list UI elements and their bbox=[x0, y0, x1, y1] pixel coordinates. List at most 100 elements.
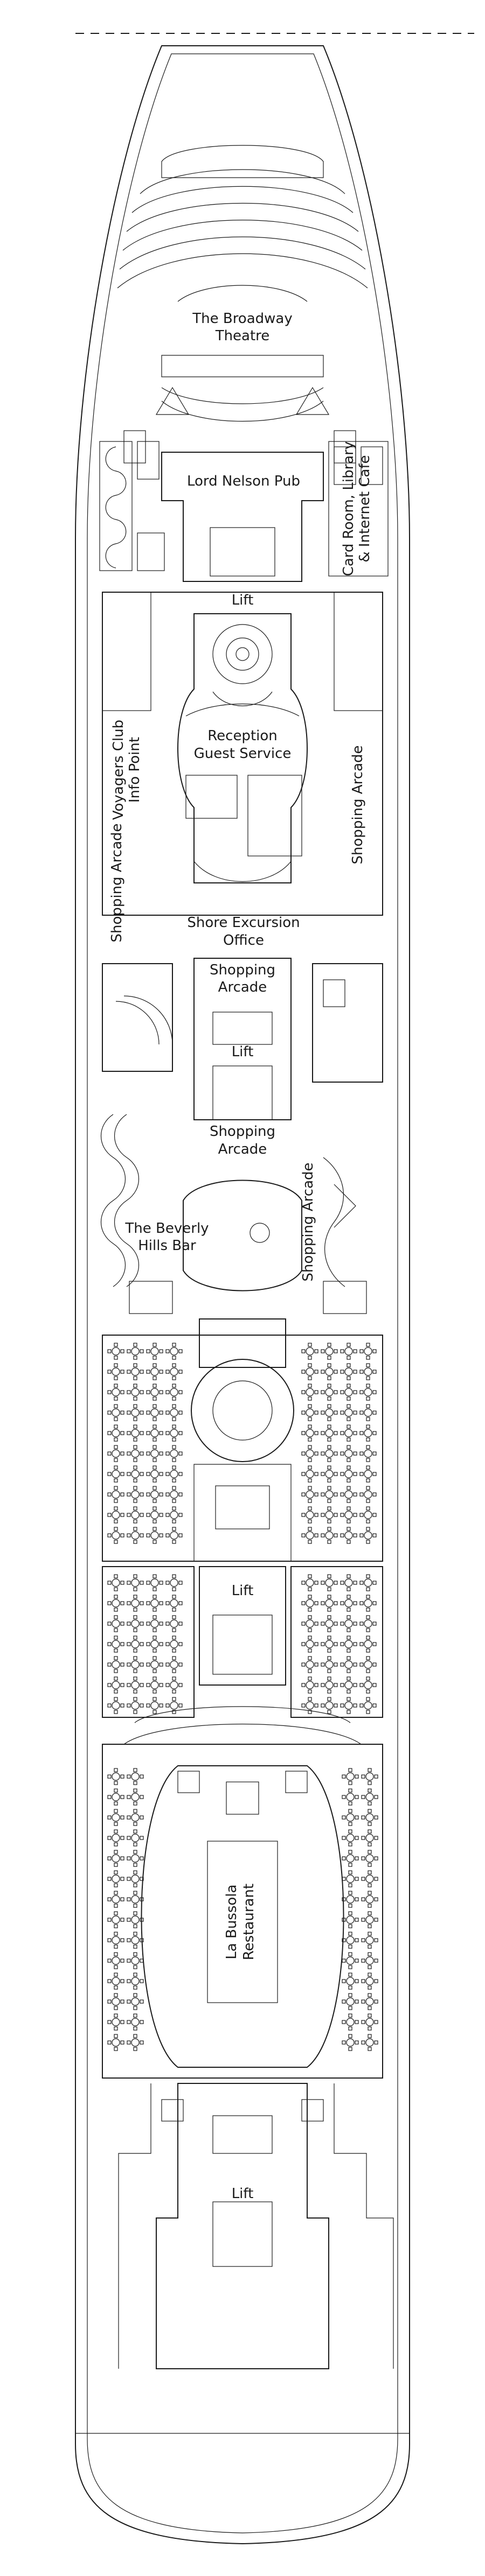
table-symbol bbox=[150, 1578, 159, 1587]
chair-symbol bbox=[340, 1410, 344, 1415]
chair-symbol bbox=[114, 1363, 118, 1367]
chair-symbol bbox=[340, 1451, 344, 1456]
chair-symbol bbox=[347, 1424, 351, 1429]
chair-symbol bbox=[114, 1595, 118, 1599]
table-symbol bbox=[306, 1531, 314, 1540]
chair-symbol bbox=[347, 1540, 351, 1544]
chair-symbol bbox=[368, 1842, 372, 1847]
shopping-arcade-right-label: Shopping Arcade bbox=[350, 746, 366, 865]
table-symbol bbox=[170, 1408, 178, 1417]
chair-symbol bbox=[347, 1587, 351, 1591]
table-symbol bbox=[365, 1956, 374, 1965]
chair-symbol bbox=[366, 1343, 370, 1347]
chair-symbol bbox=[359, 1703, 364, 1708]
chair-symbol bbox=[114, 1343, 118, 1347]
table-symbol bbox=[131, 1429, 140, 1437]
chair-symbol bbox=[165, 1683, 170, 1687]
table-grid-lower bbox=[107, 1768, 378, 2051]
chair-symbol bbox=[146, 1431, 150, 1435]
table-symbol bbox=[306, 1449, 314, 1458]
chair-symbol bbox=[353, 1370, 357, 1374]
chair-symbol bbox=[368, 1904, 372, 1908]
shore-excursion-label-line1: Shore Excursion bbox=[187, 915, 300, 931]
table-symbol bbox=[306, 1660, 314, 1669]
chair-symbol bbox=[366, 1656, 370, 1660]
chair-symbol bbox=[301, 1683, 306, 1687]
chair-symbol bbox=[327, 1437, 331, 1442]
chair-symbol bbox=[140, 1472, 144, 1476]
table-symbol bbox=[364, 1429, 372, 1437]
chair-symbol bbox=[366, 1628, 370, 1632]
chair-symbol bbox=[340, 1349, 344, 1353]
chair-symbol bbox=[347, 1465, 351, 1470]
chair-symbol bbox=[347, 1486, 351, 1490]
chair-symbol bbox=[133, 1924, 137, 1928]
chair-symbol bbox=[366, 1417, 370, 1421]
table-symbol bbox=[346, 1956, 355, 1965]
chair-symbol bbox=[372, 1581, 377, 1585]
chair-symbol bbox=[140, 1815, 144, 1820]
chair-symbol bbox=[114, 2013, 118, 2018]
table-symbol bbox=[346, 1793, 355, 1801]
voyagers-label-line2: Info Point bbox=[127, 737, 143, 803]
chair-symbol bbox=[368, 1883, 372, 1887]
chair-symbol bbox=[153, 1574, 157, 1578]
chair-symbol bbox=[172, 1710, 176, 1714]
chair-symbol bbox=[301, 1662, 306, 1667]
chair-symbol bbox=[347, 1356, 351, 1360]
table-symbol bbox=[346, 2038, 355, 2047]
chair-symbol bbox=[308, 1465, 312, 1470]
chair-symbol bbox=[178, 1370, 183, 1374]
chair-symbol bbox=[355, 1918, 359, 1922]
chair-symbol bbox=[172, 1615, 176, 1619]
table-symbol bbox=[325, 1599, 334, 1608]
table-symbol bbox=[344, 1511, 353, 1519]
chair-symbol bbox=[366, 1376, 370, 1380]
chair-symbol bbox=[172, 1595, 176, 1599]
chair-symbol bbox=[153, 1384, 157, 1388]
chair-symbol bbox=[140, 1581, 144, 1585]
chair-symbol bbox=[107, 1795, 112, 1799]
chair-symbol bbox=[133, 1417, 137, 1421]
chair-symbol bbox=[355, 1877, 359, 1881]
chair-symbol bbox=[361, 1938, 365, 1942]
table-symbol bbox=[112, 1640, 120, 1648]
chair-symbol bbox=[140, 2040, 144, 2045]
chair-symbol bbox=[114, 1478, 118, 1483]
chair-symbol bbox=[327, 1608, 331, 1612]
chair-symbol bbox=[348, 1829, 352, 1834]
chair-symbol bbox=[172, 1478, 176, 1483]
lift-middle-area bbox=[199, 1566, 286, 1686]
table-symbol bbox=[170, 1660, 178, 1669]
chair-symbol bbox=[348, 1945, 352, 1949]
chair-symbol bbox=[366, 1527, 370, 1531]
chair-symbol bbox=[107, 1410, 112, 1415]
chair-symbol bbox=[348, 2034, 352, 2038]
chair-symbol bbox=[140, 1642, 144, 1646]
table-symbol bbox=[344, 1490, 353, 1499]
chair-symbol bbox=[114, 1527, 118, 1531]
chair-symbol bbox=[321, 1533, 325, 1538]
table-symbol bbox=[325, 1511, 334, 1519]
chair-symbol bbox=[366, 1689, 370, 1694]
chair-symbol bbox=[153, 1396, 157, 1401]
chair-symbol bbox=[347, 1499, 351, 1503]
chair-symbol bbox=[368, 2006, 372, 2010]
chair-symbol bbox=[120, 1703, 124, 1708]
chair-symbol bbox=[114, 1891, 118, 1895]
chair-symbol bbox=[366, 1615, 370, 1619]
chair-symbol bbox=[114, 1356, 118, 1360]
chair-symbol bbox=[127, 1451, 131, 1456]
chair-symbol bbox=[172, 1676, 176, 1681]
table-symbol bbox=[150, 1599, 159, 1608]
chair-symbol bbox=[327, 1697, 331, 1701]
table-symbol bbox=[346, 1936, 355, 1945]
chair-symbol bbox=[334, 1703, 338, 1708]
table-symbol bbox=[150, 1531, 159, 1540]
chair-symbol bbox=[355, 1959, 359, 1963]
chair-symbol bbox=[314, 1431, 318, 1435]
chair-symbol bbox=[133, 1486, 137, 1490]
chair-symbol bbox=[334, 1390, 338, 1394]
chair-symbol bbox=[355, 1999, 359, 2004]
